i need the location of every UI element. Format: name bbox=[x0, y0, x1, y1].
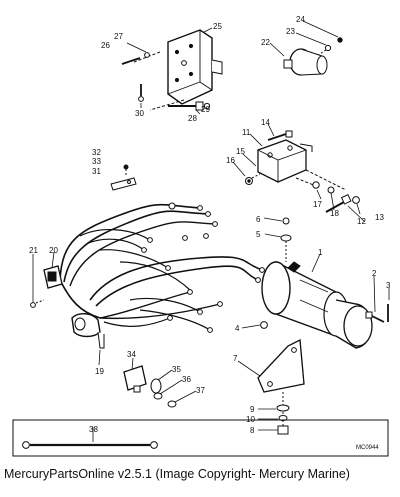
bolt-part bbox=[168, 101, 211, 111]
callout-15: 15 bbox=[236, 147, 245, 156]
callout-2: 2 bbox=[372, 269, 377, 278]
callout-16: 16 bbox=[226, 156, 235, 165]
ground-cable-part bbox=[22, 441, 158, 449]
control-box-part bbox=[167, 29, 223, 105]
sender-part bbox=[283, 48, 328, 76]
callout-13: 13 bbox=[375, 213, 384, 222]
callout-37: 37 bbox=[196, 386, 205, 395]
screw-part bbox=[121, 52, 150, 65]
callout-36: 36 bbox=[182, 375, 191, 384]
callout-4: 4 bbox=[235, 324, 240, 333]
callout-19: 19 bbox=[95, 367, 104, 376]
switch-part bbox=[123, 365, 147, 393]
callout-31: 31 bbox=[92, 167, 101, 176]
callout-35: 35 bbox=[172, 365, 181, 374]
bracket-part bbox=[257, 338, 305, 393]
callout-8: 8 bbox=[250, 426, 255, 435]
bolt-part bbox=[325, 194, 352, 213]
callout-27: 27 bbox=[114, 32, 123, 41]
callout-38: 38 bbox=[89, 425, 98, 434]
callout-3: 3 bbox=[386, 281, 391, 290]
callout-23: 23 bbox=[286, 27, 295, 36]
screw-part bbox=[138, 84, 144, 102]
callout-11: 11 bbox=[242, 128, 251, 137]
callout-21: 21 bbox=[29, 246, 38, 255]
screw-part bbox=[365, 311, 385, 323]
footer-copyright: MercuryPartsOnline v2.5.1 (Image Copyrig… bbox=[4, 467, 350, 481]
screw-part bbox=[267, 130, 293, 141]
callout-12: 12 bbox=[357, 217, 366, 226]
callout-26: 26 bbox=[101, 41, 110, 50]
callout-5: 5 bbox=[256, 230, 261, 239]
callout-30: 30 bbox=[135, 109, 144, 118]
callout-22: 22 bbox=[261, 38, 270, 47]
callout-9: 9 bbox=[250, 405, 255, 414]
callout-18: 18 bbox=[330, 209, 339, 218]
callout-10: 10 bbox=[246, 415, 255, 424]
callout-7: 7 bbox=[233, 354, 238, 363]
callout-20: 20 bbox=[49, 246, 58, 255]
callout-28: 28 bbox=[188, 114, 197, 123]
starter-motor-part bbox=[261, 260, 373, 349]
callout-6: 6 bbox=[256, 215, 261, 224]
callout-labels: 25 26 27 30 28 29 22 23 24 11 14 15 16 1… bbox=[29, 15, 391, 435]
callout-14: 14 bbox=[261, 118, 270, 127]
callout-1: 1 bbox=[318, 248, 323, 257]
callout-24: 24 bbox=[296, 15, 305, 24]
clip-part bbox=[110, 177, 137, 191]
drawing-code: MC0944 bbox=[356, 445, 379, 451]
wiring-harness-part bbox=[43, 202, 265, 349]
callout-17: 17 bbox=[313, 200, 322, 209]
solenoid-part bbox=[257, 139, 313, 183]
callout-34: 34 bbox=[127, 350, 136, 359]
callout-29: 29 bbox=[201, 105, 210, 114]
callout-25: 25 bbox=[213, 22, 222, 31]
callout-32: 32 bbox=[92, 148, 101, 157]
callout-33: 33 bbox=[92, 157, 101, 166]
